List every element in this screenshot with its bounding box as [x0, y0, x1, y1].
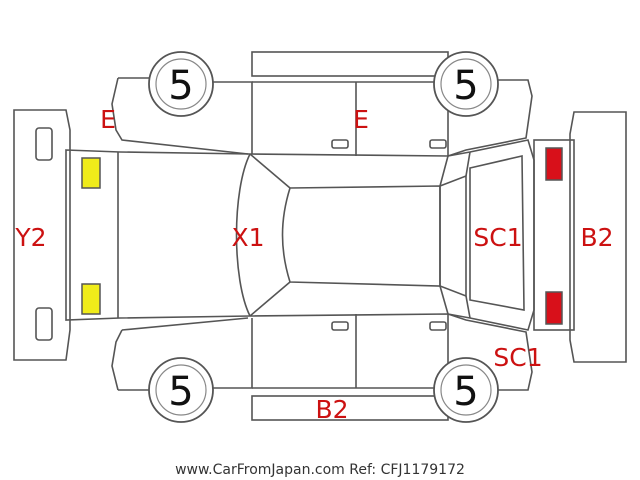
damage-code-rear-bumper: B2 [580, 223, 613, 252]
tire-tread-grade: 5 [168, 63, 193, 109]
damage-code-rear-right-fender: SC1 [493, 343, 542, 372]
damage-code-right-side-sill: B2 [315, 395, 348, 424]
rear-left-tail-lamp [545, 147, 563, 181]
upper-side-sill [251, 51, 449, 77]
tire-tread-grade: 5 [453, 63, 478, 109]
front-bumper [13, 109, 71, 361]
tire-rear-left: 5 [433, 51, 499, 117]
rear-right-tail-lamp [545, 291, 563, 325]
damage-code-front-left-fender: E [100, 105, 116, 134]
tire-tread-grade: 5 [453, 369, 478, 415]
damage-code-trunk: SC1 [473, 223, 522, 252]
tire-front-right: 5 [148, 357, 214, 423]
top-body [65, 139, 535, 331]
tire-rear-right: 5 [433, 357, 499, 423]
tire-tread-grade: 5 [168, 369, 193, 415]
lower-side-body [111, 313, 533, 391]
rear-lamp-cluster [533, 139, 575, 331]
damage-code-hood: X1 [231, 223, 264, 252]
front-right-headlamp [81, 283, 101, 315]
source-reference: www.CarFromJapan.com Ref: CFJ1179172 [175, 462, 465, 478]
rear-bumper [569, 111, 627, 363]
damage-code-front-bumper: Y2 [14, 223, 46, 252]
tire-front-left: 5 [148, 51, 214, 117]
front-left-headlamp [81, 157, 101, 189]
upper-side-body [111, 77, 533, 157]
lower-side-sill [251, 395, 449, 421]
damage-code-front-left-door: E [353, 105, 369, 134]
